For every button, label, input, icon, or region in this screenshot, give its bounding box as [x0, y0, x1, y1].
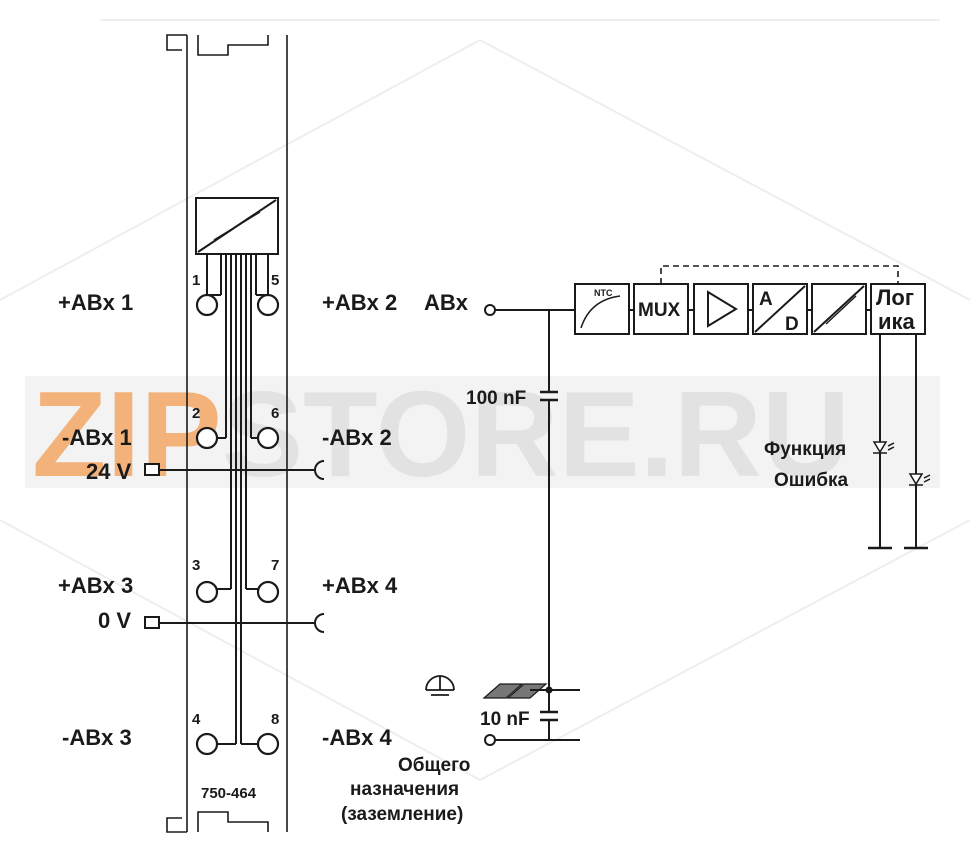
- watermark-text: ZIPSTORE.RU: [32, 366, 850, 502]
- led-function-icon: [872, 441, 895, 454]
- supply-24v: 24 V: [86, 459, 325, 484]
- terminal-number-4: 4: [192, 711, 201, 728]
- isolation-block: [811, 283, 867, 335]
- led-error-label: Ошибка: [774, 470, 849, 491]
- terminal-labels: +ABx 1 -ABx 1 +ABx 3 -ABx 3 +ABx 2 -ABx …: [58, 290, 398, 750]
- din-rail-icon: [482, 683, 548, 699]
- ntc-block: NTC: [574, 283, 630, 335]
- terminal-number-7: 7: [271, 557, 279, 574]
- label-0v: 0 V: [98, 608, 131, 633]
- ground-label-line2: назначения: [350, 779, 459, 800]
- led-function-label: Функция: [764, 439, 846, 460]
- terminal-number-5: 5: [271, 272, 279, 289]
- terminal-number-6: 6: [271, 405, 279, 422]
- adc-block: A D: [752, 283, 808, 335]
- label-24v: 24 V: [86, 459, 132, 484]
- adc-a-label: A: [759, 289, 773, 310]
- terminal-8[interactable]: [256, 732, 280, 756]
- watermark-suffix: STORE.RU: [222, 366, 850, 502]
- terminal-number-2: 2: [192, 405, 200, 422]
- terminal-5[interactable]: [256, 293, 280, 317]
- amplifier-block: [693, 283, 749, 335]
- terminal-2[interactable]: [195, 426, 219, 450]
- module-housing: [166, 34, 288, 833]
- adc-d-label: D: [785, 314, 799, 335]
- converter-block: [195, 197, 279, 255]
- ntc-label: NTC: [594, 288, 613, 298]
- amplifier-icon: [707, 290, 738, 328]
- terminal-1[interactable]: [195, 293, 219, 317]
- label-plus-abx2: +ABx 2: [322, 290, 397, 315]
- cap-100nf-label: 100 nF: [466, 388, 526, 409]
- terminal-7[interactable]: [256, 580, 280, 604]
- terminal-3[interactable]: [195, 580, 219, 604]
- led-outputs: Функция Ошибка: [764, 334, 931, 550]
- logic-label-2: ика: [878, 309, 916, 334]
- terminal-number-1: 1: [192, 272, 200, 289]
- terminal-number-3: 3: [192, 557, 200, 574]
- label-minus-abx4: -ABx 4: [322, 725, 392, 750]
- watermark: ZIPSTORE.RU: [25, 366, 940, 502]
- terminals: [195, 293, 280, 756]
- label-minus-abx3: -ABx 3: [62, 725, 132, 750]
- part-number: 750-464: [201, 785, 257, 802]
- mux-block: MUX: [633, 283, 689, 335]
- label-abx-input: ABx: [424, 290, 469, 315]
- logic-label-1: Лог: [876, 285, 914, 310]
- cap-10nf-label: 10 nF: [480, 709, 530, 730]
- ground-icon: [425, 675, 455, 696]
- label-minus-abx1: -ABx 1: [62, 425, 132, 450]
- wire-bundle: [206, 254, 269, 745]
- led-error-icon: [908, 473, 931, 486]
- signal-chain: NTC MUX A D Л: [574, 265, 926, 335]
- label-minus-abx2: -ABx 2: [322, 425, 392, 450]
- control-feedback-line: [660, 265, 899, 284]
- ground-label-line3: (заземление): [341, 804, 463, 825]
- terminal-numbers: 1 2 3 4 5 6 7 8: [192, 272, 279, 728]
- logic-block: Лог ика: [870, 283, 926, 335]
- ground-label-line1: Общего: [398, 755, 470, 776]
- label-plus-abx4: +ABx 4: [322, 573, 398, 598]
- input-circuit: ABx 100 nF 10 nF Общего назначения (за: [341, 290, 580, 825]
- watermark-prefix: ZIP: [32, 366, 222, 502]
- supply-0v: 0 V: [98, 608, 325, 633]
- terminal-number-8: 8: [271, 711, 279, 728]
- label-plus-abx3: +ABx 3: [58, 573, 133, 598]
- mux-label: MUX: [638, 300, 681, 321]
- terminal-6[interactable]: [256, 426, 280, 450]
- label-plus-abx1: +ABx 1: [58, 290, 133, 315]
- terminal-4[interactable]: [195, 732, 219, 756]
